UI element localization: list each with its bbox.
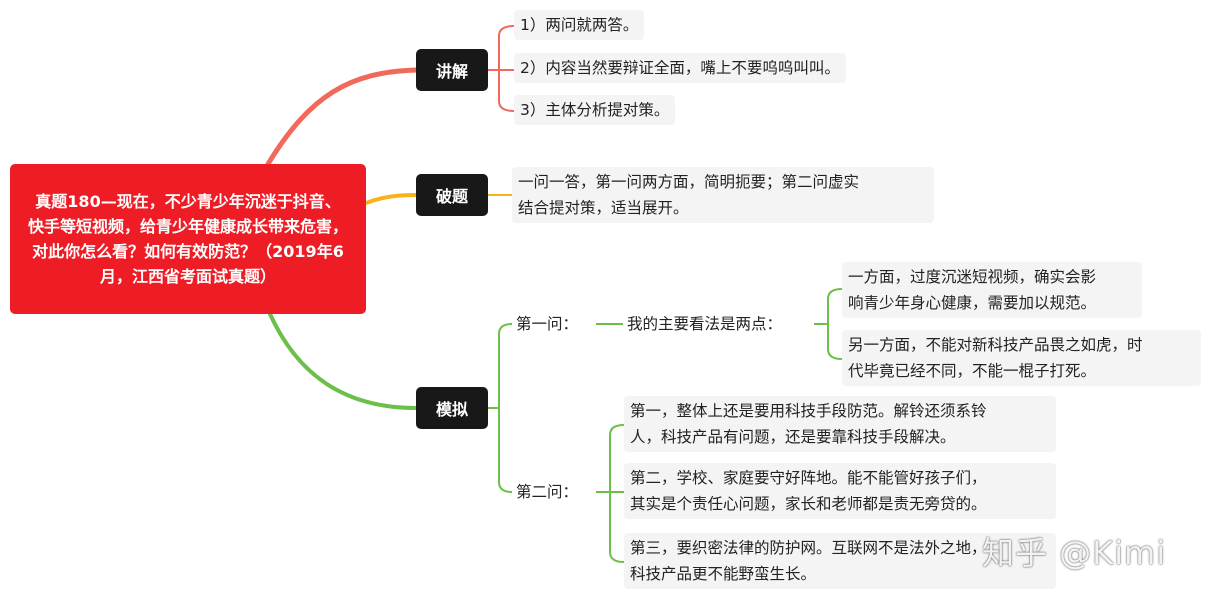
poti-text-line-2: 结合提对策，适当展开。: [518, 199, 689, 217]
jiangjie-item-3-text: 3）主体分析提对策。: [520, 101, 670, 119]
branch-jiangjie[interactable]: 讲解: [416, 49, 488, 91]
jiangjie-item-1[interactable]: 1）两问就两答。: [514, 10, 645, 40]
connector-root-poti: [364, 193, 418, 205]
q2-point-1[interactable]: 第一，整体上还是要用科技手段防范。解铃还须系铃 人，科技产品有问题，还是要靠科技…: [624, 396, 1056, 452]
q2-label-text: 第二问：: [516, 483, 579, 501]
q1-point-2-line-2: 代毕竟已经不同，不能一棍子打死。: [848, 362, 1097, 380]
q1-point-1-line-1: 一方面，过度沉迷短视频，确实会影: [848, 268, 1097, 286]
q2-point-3-line-2: 科技产品更不能野蛮生长。: [630, 565, 817, 583]
q2-point-1-line-1: 第一，整体上还是要用科技手段防范。解铃还须系铃: [630, 402, 987, 420]
q2-point-2[interactable]: 第二，学校、家庭要守好阵地。能不能管好孩子们， 其实是个责任心问题，家长和老师都…: [624, 463, 1056, 519]
jiangjie-item-1-text: 1）两问就两答。: [520, 16, 639, 34]
jiangjie-item-3[interactable]: 3）主体分析提对策。: [514, 95, 676, 125]
q2-point-3[interactable]: 第三，要织密法律的防护网。互联网不是法外之地， 科技产品更不能野蛮生长。: [624, 533, 1056, 589]
q1-sub-label-text: 我的主要看法是两点：: [627, 315, 783, 333]
q1-label[interactable]: 第一问：: [516, 311, 578, 337]
jiangjie-item-2[interactable]: 2）内容当然要辩证全面，嘴上不要呜呜叫叫。: [514, 53, 846, 83]
q1-point-1[interactable]: 一方面，过度沉迷短视频，确实会影 响青少年身心健康，需要加以规范。: [842, 262, 1142, 318]
q2-label[interactable]: 第二问：: [516, 479, 578, 505]
root-topic-text: 真题180—现在，不少青少年沉迷于抖音、快手等短视频，给青少年健康成长带来危害，…: [28, 192, 349, 286]
q1-sub-label[interactable]: 我的主要看法是两点：: [627, 311, 782, 337]
q2-point-2-line-1: 第二，学校、家庭要守好阵地。能不能管好孩子们，: [630, 469, 987, 487]
watermark: 知乎 @Kimi: [982, 534, 1167, 572]
root-topic[interactable]: 真题180—现在，不少青少年沉迷于抖音、快手等短视频，给青少年健康成长带来危害，…: [10, 164, 366, 314]
q2-point-3-line-1: 第三，要织密法律的防护网。互联网不是法外之地，: [630, 539, 987, 557]
branch-poti[interactable]: 破题: [416, 174, 488, 216]
poti-text-line-1: 一问一答，第一问两方面，简明扼要；第二问虚实: [518, 173, 860, 191]
branch-jiangjie-label: 讲解: [435, 62, 468, 81]
branch-moni[interactable]: 模拟: [416, 387, 488, 429]
poti-text[interactable]: 一问一答，第一问两方面，简明扼要；第二问虚实 结合提对策，适当展开。: [512, 167, 934, 223]
branch-poti-label: 破题: [435, 187, 468, 206]
branch-moni-label: 模拟: [435, 400, 468, 419]
q1-point-2-line-1: 另一方面，不能对新科技产品畏之如虎，时: [848, 336, 1143, 354]
connector-root-jiangjie: [265, 67, 419, 167]
connector-root-moni: [268, 312, 418, 410]
q1-label-text: 第一问：: [516, 315, 579, 333]
jiangjie-item-2-text: 2）内容当然要辩证全面，嘴上不要呜呜叫叫。: [520, 59, 840, 77]
q1-point-1-line-2: 响青少年身心健康，需要加以规范。: [848, 294, 1097, 312]
q2-point-1-line-2: 人，科技产品有问题，还是要靠科技手段解决。: [630, 428, 956, 446]
q1-point-2[interactable]: 另一方面，不能对新科技产品畏之如虎，时 代毕竟已经不同，不能一棍子打死。: [842, 330, 1201, 386]
q2-point-2-line-2: 其实是个责任心问题，家长和老师都是责无旁贷的。: [630, 495, 987, 513]
